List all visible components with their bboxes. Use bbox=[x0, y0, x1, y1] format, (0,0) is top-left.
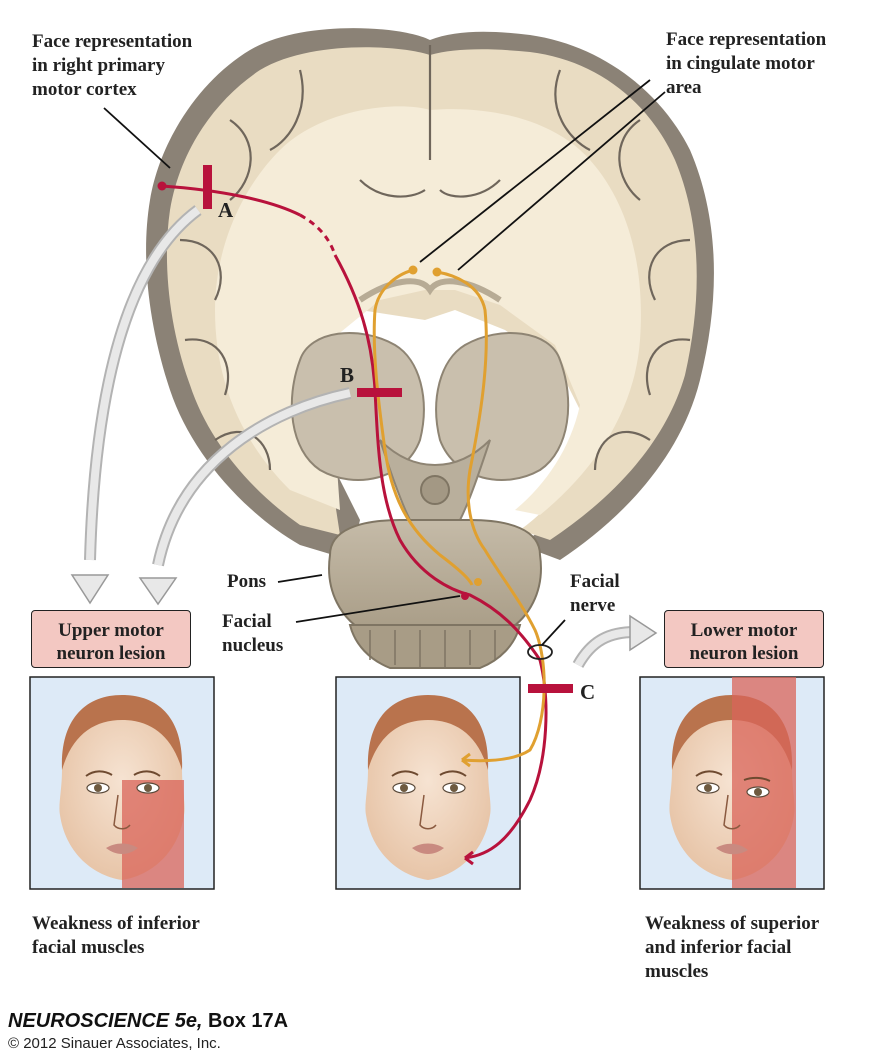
cingulate-neuron-left bbox=[408, 265, 418, 275]
thalamus-right bbox=[435, 332, 570, 481]
footer-title: NEUROSCIENCE 5e, Box 17A bbox=[8, 1010, 288, 1033]
caption-right: Weakness of superior and inferior facial… bbox=[645, 913, 820, 982]
facial-nucleus-neuron-red bbox=[461, 592, 469, 600]
label-facial-nerve: Facial nerve bbox=[570, 571, 620, 616]
illustration bbox=[29, 28, 825, 890]
motor-cortex-neuron bbox=[157, 181, 167, 191]
medulla-lines bbox=[369, 630, 496, 667]
lower-face-terminal bbox=[464, 850, 474, 866]
thalamus-left bbox=[290, 332, 425, 481]
caption-left: Weakness of inferior facial muscles bbox=[32, 913, 200, 958]
face-panel-right bbox=[639, 676, 825, 890]
copyright: © 2012 Sinauer Associates, Inc. bbox=[8, 1035, 221, 1052]
face-panel-left bbox=[29, 676, 215, 890]
arrow-a-to-upper bbox=[70, 205, 202, 605]
lower-motor-neuron-lesion-box: Lower motor neuron lesion bbox=[664, 610, 824, 668]
lesion-bar-c bbox=[528, 684, 573, 693]
lesion-letter-a: A bbox=[218, 198, 234, 222]
facial-nucleus-neuron-orange bbox=[474, 578, 482, 586]
label-face-rep-right-motor: Face representation in right primary mot… bbox=[32, 31, 193, 100]
cingulate-pathway bbox=[372, 268, 546, 763]
footer-box: Box 17A bbox=[202, 1010, 289, 1032]
arrow-b-to-upper bbox=[138, 387, 352, 606]
upper-face-terminal bbox=[461, 752, 471, 768]
label-facial-nucleus: Facial nucleus bbox=[222, 611, 284, 656]
footer-book: NEUROSCIENCE 5e, bbox=[8, 1010, 203, 1032]
medulla bbox=[348, 624, 522, 669]
lesion-letter-c: C bbox=[580, 680, 596, 704]
leader-lines bbox=[103, 79, 666, 646]
arrow-c-to-lower bbox=[572, 614, 658, 669]
label-pons: Pons bbox=[227, 571, 267, 592]
upper-motor-neuron-lesion-box: Upper motor neuron lesion bbox=[31, 610, 191, 668]
lesion-bar-b bbox=[357, 388, 402, 397]
facial-nerve-loop bbox=[527, 644, 553, 660]
cingulate-neuron-right bbox=[432, 267, 442, 277]
label-face-rep-cingulate: Face representation in cingulate motor a… bbox=[666, 29, 827, 98]
lesion-bar-a bbox=[203, 165, 212, 209]
lesion-letter-b: B bbox=[340, 363, 355, 387]
face-panel-center bbox=[335, 676, 521, 890]
sulci bbox=[179, 45, 691, 471]
